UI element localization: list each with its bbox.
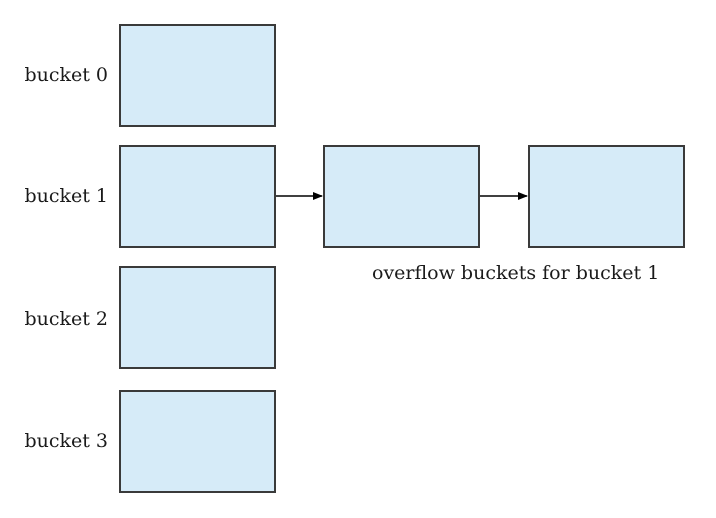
bucket-3-label: bucket 3: [24, 430, 108, 452]
bucket-2-label: bucket 2: [24, 308, 108, 330]
bucket-1-label: bucket 1: [24, 185, 108, 207]
bucket-0-box: [119, 24, 276, 127]
bucket-1-box: [119, 145, 276, 248]
bucket-2-box: [119, 266, 276, 369]
overflow-caption: overflow buckets for bucket 1: [372, 262, 660, 284]
bucket-3-box: [119, 390, 276, 493]
bucket-0-label: bucket 0: [24, 64, 108, 86]
overflow-bucket-1-box: [323, 145, 480, 248]
overflow-bucket-2-box: [528, 145, 685, 248]
